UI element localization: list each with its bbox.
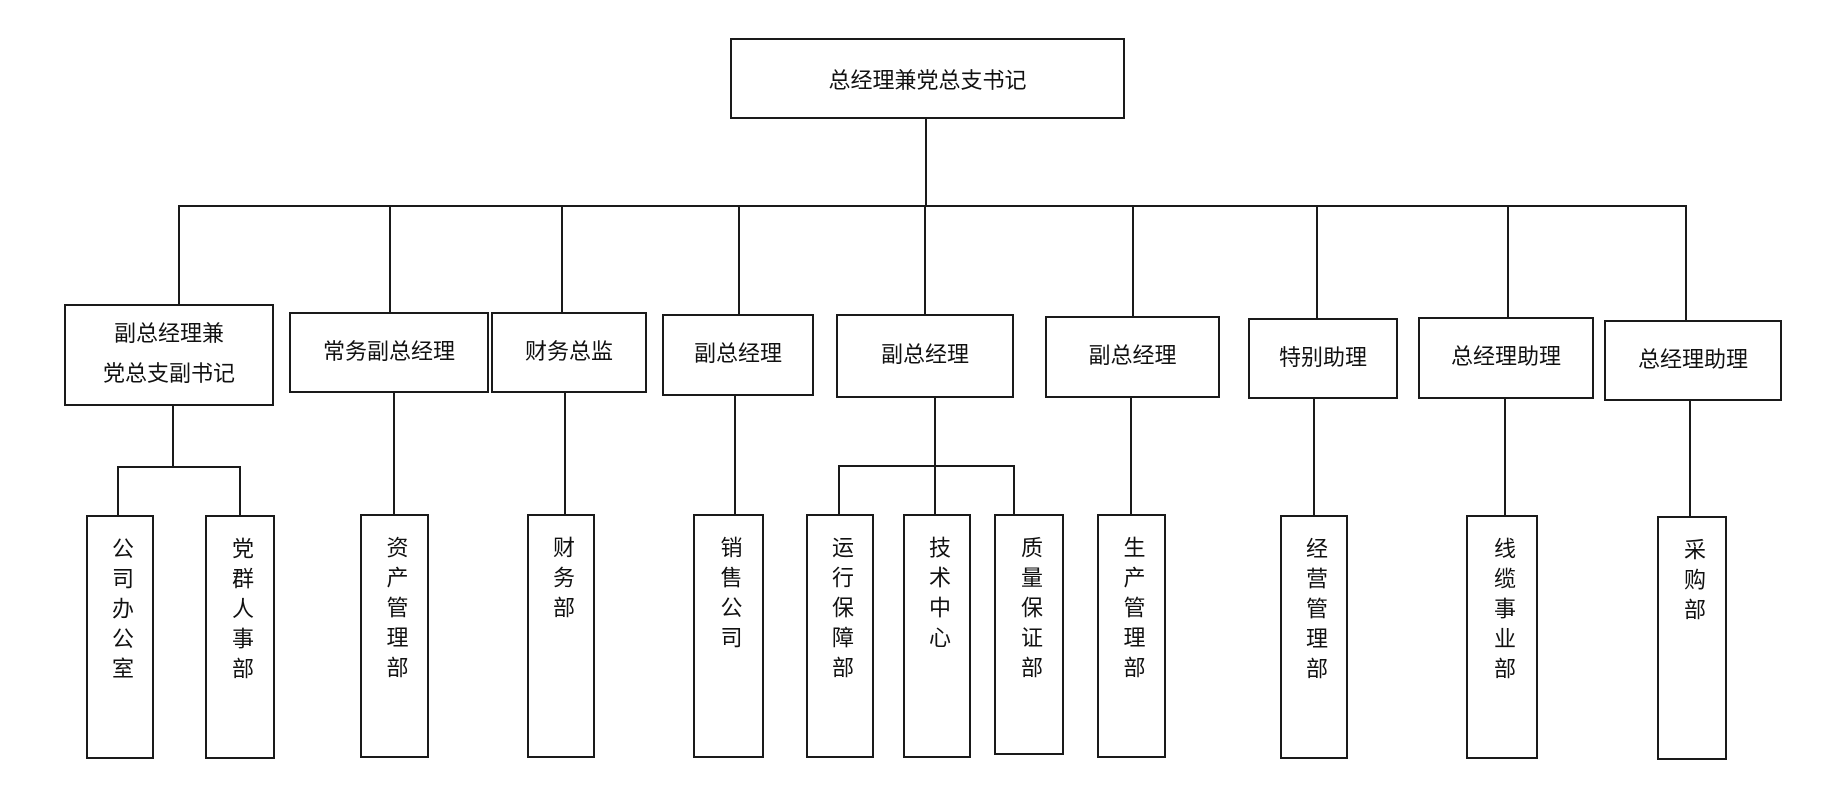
manager-node-6: 副总经理 bbox=[1045, 316, 1220, 398]
manager-node-5: 副总经理 bbox=[836, 314, 1014, 398]
connector-dept-11-up bbox=[1504, 398, 1506, 516]
connector-manager-4-up bbox=[738, 205, 740, 315]
connector-manager-1-branch bbox=[117, 466, 240, 468]
manager-node-8: 总经理助理 bbox=[1418, 317, 1594, 399]
manager-node-7: 特别助理 bbox=[1248, 318, 1398, 399]
department-node-3-label: 资产管理部 bbox=[382, 536, 408, 686]
connector-manager-5-up bbox=[924, 205, 926, 315]
department-node-10-label: 经营管理部 bbox=[1302, 537, 1327, 687]
connector-manager-2-up bbox=[389, 205, 391, 313]
connector-manager-6-up bbox=[1132, 205, 1134, 317]
manager-node-9: 总经理助理 bbox=[1604, 320, 1782, 401]
connector-dept-6-up bbox=[838, 465, 840, 515]
department-node-1-label: 公司办公室 bbox=[108, 537, 133, 687]
root-node-label: 总经理兼党总支书记 bbox=[828, 68, 1027, 94]
department-node-6-label: 运行保障部 bbox=[828, 536, 853, 686]
connector-dept-2-up bbox=[239, 466, 241, 516]
department-node-9-label: 生产管理部 bbox=[1119, 536, 1145, 686]
manager-node-2-label: 常务副总经理 bbox=[322, 339, 455, 365]
department-node-4: 财务部 bbox=[527, 514, 595, 758]
department-node-5-label: 销售公司 bbox=[716, 536, 742, 656]
connector-dept-7-up bbox=[934, 465, 936, 515]
connector-dept-9-up bbox=[1130, 397, 1132, 515]
manager-node-1: 副总经理兼 党总支副书记 bbox=[64, 304, 274, 406]
manager-node-7-label: 特别助理 bbox=[1278, 345, 1367, 371]
connector-manager-5-down bbox=[934, 397, 936, 466]
connector-root-down bbox=[925, 118, 927, 206]
department-node-5: 销售公司 bbox=[693, 514, 764, 758]
connector-main-bus bbox=[178, 205, 1686, 207]
manager-node-8-label: 总经理助理 bbox=[1450, 345, 1561, 370]
connector-manager-7-up bbox=[1316, 205, 1318, 319]
department-node-10: 经营管理部 bbox=[1280, 515, 1348, 759]
connector-manager-8-up bbox=[1507, 205, 1509, 318]
department-node-8-label: 质量保证部 bbox=[1017, 536, 1042, 686]
department-node-3: 资产管理部 bbox=[360, 514, 429, 758]
connector-dept-10-up bbox=[1313, 398, 1315, 516]
department-node-11: 线缆事业部 bbox=[1466, 515, 1538, 759]
manager-node-9-label: 总经理助理 bbox=[1637, 347, 1748, 373]
root-node: 总经理兼党总支书记 bbox=[730, 38, 1125, 119]
connector-dept-4-up bbox=[564, 392, 566, 515]
connector-dept-12-up bbox=[1689, 400, 1691, 517]
connector-dept-8-up bbox=[1013, 465, 1015, 515]
department-node-7-label: 技术中心 bbox=[925, 536, 950, 656]
department-node-11-label: 线缆事业部 bbox=[1490, 537, 1515, 687]
manager-node-4: 副总经理 bbox=[662, 314, 814, 396]
manager-node-1-label: 副总经理兼 党总支副书记 bbox=[102, 322, 235, 387]
connector-dept-1-up bbox=[117, 466, 119, 516]
department-node-2-label: 党群人事部 bbox=[228, 537, 253, 687]
department-node-9: 生产管理部 bbox=[1097, 514, 1166, 758]
connector-manager-9-up bbox=[1685, 205, 1687, 321]
manager-node-4-label: 副总经理 bbox=[693, 342, 782, 367]
connector-manager-1-down bbox=[172, 405, 174, 467]
connector-dept-5-up bbox=[734, 395, 736, 515]
connector-manager-5-branch bbox=[838, 465, 1014, 467]
department-node-12-label: 采购部 bbox=[1680, 538, 1705, 628]
manager-node-6-label: 副总经理 bbox=[1088, 344, 1177, 369]
department-node-8: 质量保证部 bbox=[994, 514, 1064, 755]
connector-manager-1-up bbox=[178, 205, 180, 305]
department-node-4-label: 财务部 bbox=[549, 536, 574, 626]
department-node-2: 党群人事部 bbox=[205, 515, 275, 759]
manager-node-2: 常务副总经理 bbox=[289, 312, 489, 393]
manager-node-5-label: 副总经理 bbox=[880, 343, 969, 368]
department-node-6: 运行保障部 bbox=[806, 514, 874, 758]
department-node-1: 公司办公室 bbox=[86, 515, 154, 759]
manager-node-3-label: 财务总监 bbox=[524, 339, 613, 365]
manager-node-3: 财务总监 bbox=[491, 312, 647, 393]
department-node-12: 采购部 bbox=[1657, 516, 1727, 760]
department-node-7: 技术中心 bbox=[903, 514, 971, 758]
connector-manager-3-up bbox=[561, 205, 563, 313]
connector-dept-3-up bbox=[393, 392, 395, 515]
